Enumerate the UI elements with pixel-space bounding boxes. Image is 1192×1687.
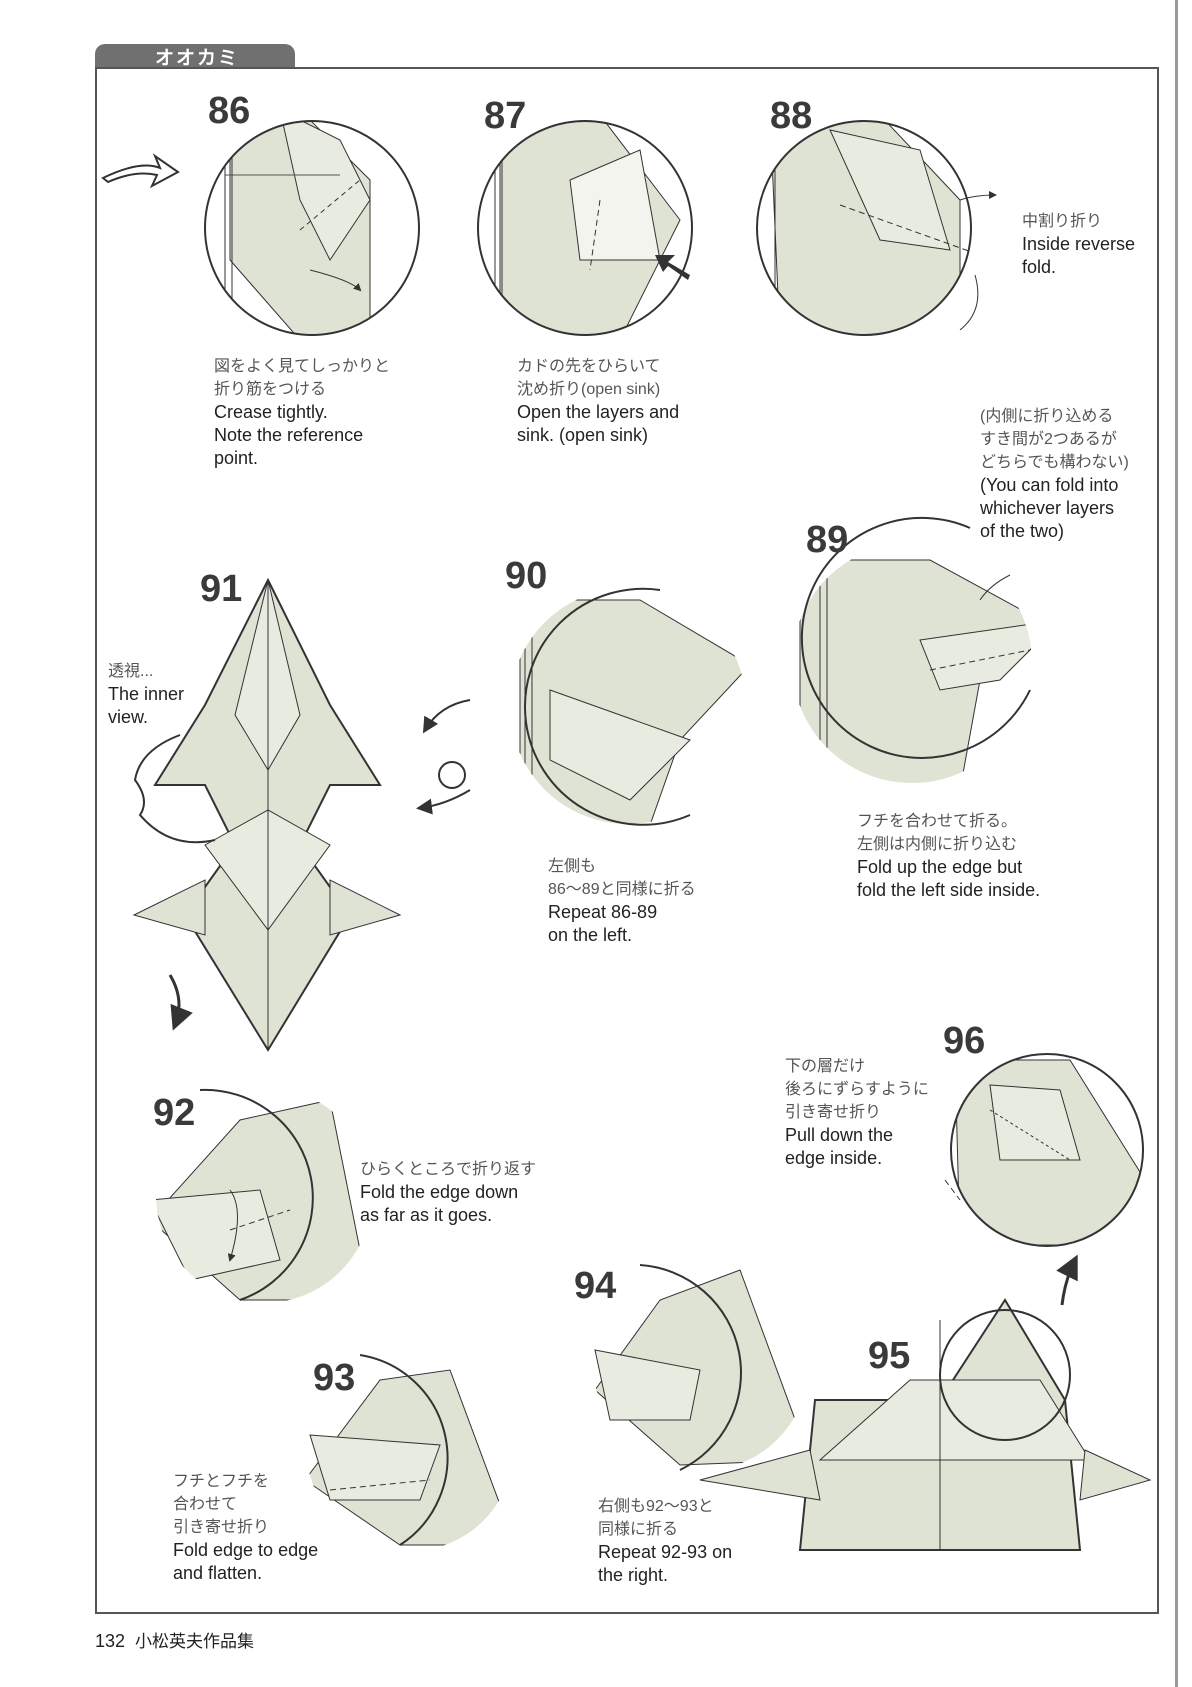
page-number: 132 [95,1631,126,1651]
caption-jp: 透視... [108,663,154,680]
step-96-number: 96 [943,1020,986,1062]
caption-jp: カドの先をひらいて [517,358,661,375]
step-91-number: 91 [200,568,243,610]
step87-diagram [477,120,693,336]
caption-en: Inside reverse [1022,234,1136,254]
caption-en: on the left. [548,925,633,945]
step-89-note: (内側に折り込める すき間が2つあるが どちらでも構わない) (You can … [980,405,1129,543]
rotate-arrow-1 [422,699,471,734]
caption-jp: 後ろにずらすように [785,1081,929,1098]
caption-en: Repeat 92-93 on [598,1542,733,1562]
step90-diagram [510,587,746,826]
caption-en: the right. [598,1565,669,1585]
caption-jp: どちらでも構わない) [980,454,1129,471]
caption-jp: 図をよく見てしっかりと [214,358,391,375]
caption-jp: ひらくところで折り返す [360,1161,537,1178]
down-arrow [168,974,193,1031]
book-title: 小松英夫作品集 [135,1632,255,1651]
caption-en: Fold up the edge but [857,857,1023,877]
step-89-caption: フチを合わせて折る。 左側は内側に折り込む Fold up the edge b… [857,810,1040,902]
caption-jp: すき間が2つあるが [980,431,1117,448]
caption-en: (You can fold into [980,475,1119,495]
step-94-caption: 右側も92〜93と 同様に折る Repeat 92-93 on the righ… [598,1495,732,1587]
caption-en: Fold the edge down [360,1182,519,1202]
step-89-number: 89 [806,519,849,561]
caption-jp: 右側も92〜93と [598,1498,714,1515]
step89-diagram [792,517,1032,783]
step-88-caption: 中割り折り Inside reverse fold. [1022,210,1135,279]
step-91-caption: 透視... The inner view. [108,660,184,729]
step-95-number: 95 [868,1335,911,1377]
step-94-number: 94 [574,1265,617,1307]
chapter-title: オオカミ [155,48,240,69]
step86-diagram [204,120,420,336]
caption-en: of the two) [980,521,1065,541]
step-86-number: 86 [208,90,251,132]
rotate-arrow-2 [416,789,471,815]
rotate-symbol [438,761,466,789]
step88-diagram [756,120,997,336]
chapter-tab: オオカミ [95,44,295,69]
caption-en: and flatten. [173,1563,263,1583]
caption-en: Note the reference [214,425,364,445]
step92-diagram [156,1087,372,1303]
step95-wolf-body [699,1298,1152,1551]
caption-jp: 沈め折り(open sink) [517,381,661,398]
caption-en: Open the layers and [517,402,680,422]
step-96-caption: 下の層だけ 後ろにずらすように 引き寄せ折り Pull down the edg… [785,1055,929,1170]
step-87-number: 87 [484,95,527,137]
caption-jp: フチとフチを [173,1473,270,1490]
caption-jp: 引き寄せ折り [173,1519,270,1536]
step-86-caption: 図をよく見てしっかりと 折り筋をつける Crease tightly. Note… [214,355,390,470]
up-arrow [1056,1254,1078,1306]
caption-jp: 86〜89と同様に折る [548,881,696,898]
step-92-number: 92 [153,1092,196,1134]
caption-en: fold the left side inside. [857,880,1041,900]
caption-en: whichever layers [980,498,1115,518]
caption-en: view. [108,707,149,727]
caption-en: Fold edge to edge [173,1540,319,1560]
step94-diagram [594,1255,809,1471]
caption-en: edge inside. [785,1148,883,1168]
caption-en: point. [214,448,259,468]
caption-jp: (内側に折り込める [980,408,1114,425]
caption-en: Pull down the [785,1125,894,1145]
page-footer: 132 小松英夫作品集 [95,1627,254,1652]
step-90-number: 90 [505,555,548,597]
caption-jp: 中割り折り [1022,213,1103,230]
step-87-caption: カドの先をひらいて 沈め折り(open sink) Open the layer… [517,355,679,447]
turn-over-arrow [101,153,180,189]
caption-jp: 下の層だけ [785,1058,866,1075]
caption-en: fold. [1022,257,1057,277]
step-93-number: 93 [313,1357,356,1399]
caption-en: The inner [108,684,185,704]
step-90-caption: 左側も 86〜89と同様に折る Repeat 86-89 on the left… [548,855,696,947]
caption-jp: 合わせて [173,1496,238,1513]
page-frame [95,67,1159,1614]
caption-jp: 左側は内側に折り込む [857,836,1018,853]
step-88-number: 88 [770,95,813,137]
caption-jp: 折り筋をつける [214,381,327,398]
caption-jp: 引き寄せ折り [785,1104,882,1121]
step93-diagram [306,1343,514,1550]
step-92-caption: ひらくところで折り返す Fold the edge down as far as… [360,1158,536,1227]
page-edge [1175,0,1178,1687]
step96-diagram [944,1053,1144,1247]
caption-en: sink. (open sink) [517,425,649,445]
caption-en: Repeat 86-89 [548,902,658,922]
caption-en: Crease tightly. [214,402,328,422]
step91-wolf-body [132,577,402,1052]
caption-jp: 左側も [548,858,597,875]
caption-en: as far as it goes. [360,1205,493,1225]
caption-jp: フチを合わせて折る。 [857,813,1018,830]
step-93-caption: フチとフチを 合わせて 引き寄せ折り Fold edge to edge and… [173,1470,318,1585]
caption-jp: 同様に折る [598,1521,679,1538]
